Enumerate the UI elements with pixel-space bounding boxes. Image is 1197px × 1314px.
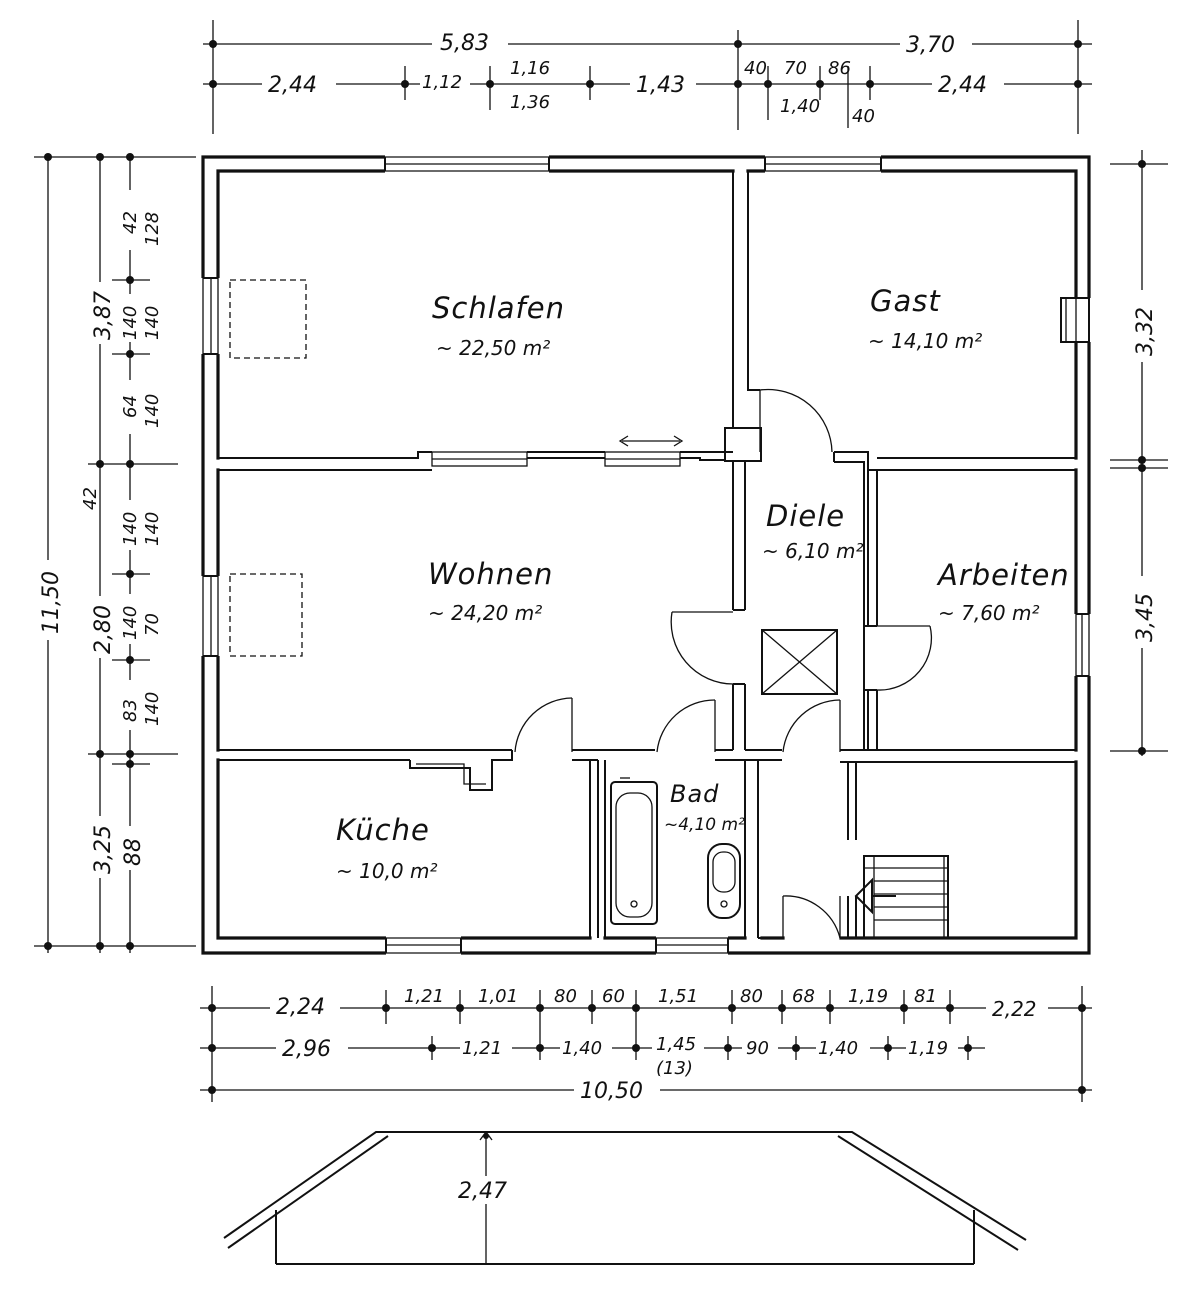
roof-section: 2,47 bbox=[223, 1130, 1027, 1265]
dim-bot-90: 90 bbox=[746, 1038, 769, 1059]
left-dimensions: 11,50 3,87 2,80 3,25 42 128 140 140 64 1… bbox=[34, 153, 196, 953]
room-name-diele: Diele bbox=[766, 499, 845, 533]
interior-walls bbox=[218, 171, 1076, 939]
dim-top-40b: 40 bbox=[852, 106, 875, 127]
dim-left-70: 70 bbox=[142, 613, 163, 636]
room-name-kueche: Küche bbox=[336, 813, 430, 847]
room-name-arbeiten: Arbeiten bbox=[936, 558, 1070, 592]
dim-left-2-80: 2,80 bbox=[91, 605, 116, 654]
dim-left-140b: 140 bbox=[142, 306, 163, 340]
windows bbox=[200, 154, 1093, 955]
room-name-schlafen: Schlafen bbox=[432, 291, 565, 325]
dim-right-3-32: 3,32 bbox=[1133, 307, 1158, 356]
room-area-gast: ~ 14,10 m² bbox=[868, 329, 982, 353]
dim-top-1-16: 1,16 bbox=[510, 58, 550, 79]
room-area-wohnen: ~ 24,20 m² bbox=[428, 601, 542, 625]
dim-right-3-45: 3,45 bbox=[1133, 593, 1158, 642]
dim-left-140g: 140 bbox=[142, 692, 163, 726]
room-name-gast: Gast bbox=[870, 284, 941, 318]
dim-top-2-44-left: 2,44 bbox=[268, 73, 317, 98]
dim-bot-2-96: 2,96 bbox=[282, 1037, 331, 1062]
dim-bot-1-40a: 1,40 bbox=[562, 1038, 602, 1059]
room-labels: Schlafen ~ 22,50 m² Gast ~ 14,10 m² Wohn… bbox=[336, 284, 1070, 883]
dim-left-83: 83 bbox=[120, 699, 141, 722]
dim-bot-1-40b: 1,40 bbox=[818, 1038, 858, 1059]
dim-bot-80b: 80 bbox=[740, 986, 763, 1007]
dim-top-1-40: 1,40 bbox=[780, 96, 820, 117]
dim-bot-1-45: 1,45 bbox=[656, 1034, 696, 1055]
dim-left-140c: 140 bbox=[142, 394, 163, 428]
dim-top-1-12: 1,12 bbox=[422, 72, 462, 93]
dim-bot-68: 68 bbox=[792, 986, 815, 1007]
dim-bot-81: 81 bbox=[914, 986, 937, 1007]
dim-bot-1-19b: 1,19 bbox=[908, 1038, 948, 1059]
dashed-mark-wohnen bbox=[229, 573, 303, 657]
bottom-dimensions: 2,24 1,21 1,01 80 60 1,51 80 68 1,19 81 … bbox=[200, 986, 1092, 1104]
dim-top-5-83: 5,83 bbox=[440, 31, 489, 56]
staircase bbox=[854, 855, 949, 939]
room-area-arbeiten: ~ 7,60 m² bbox=[938, 601, 1040, 625]
doors bbox=[514, 388, 933, 939]
dim-bot-1-01: 1,01 bbox=[478, 986, 518, 1007]
room-area-bad: ~4,10 m² bbox=[664, 815, 745, 835]
dim-left-3-87: 3,87 bbox=[91, 291, 116, 340]
dim-bot-10-50: 10,50 bbox=[580, 1079, 643, 1104]
dim-roof-2-47: 2,47 bbox=[458, 1179, 507, 1204]
dim-bot-13: (13) bbox=[656, 1058, 693, 1079]
dim-left-88: 88 bbox=[121, 838, 146, 866]
bathtub bbox=[610, 777, 658, 925]
dim-left-140f: 140 bbox=[120, 606, 141, 640]
dim-left-128: 128 bbox=[142, 212, 163, 246]
dim-bot-1-19a: 1,19 bbox=[848, 986, 888, 1007]
fixtures bbox=[229, 279, 949, 939]
dim-bot-1-21b: 1,21 bbox=[462, 1038, 502, 1059]
dim-top-1-36: 1,36 bbox=[510, 92, 550, 113]
dim-left-42b: 42 bbox=[80, 487, 101, 510]
dim-left-140a: 140 bbox=[120, 306, 141, 340]
right-dimensions: 3,32 3,45 bbox=[1110, 150, 1168, 756]
dim-top-86: 86 bbox=[828, 58, 851, 79]
dim-left-140e: 140 bbox=[142, 512, 163, 546]
dim-bot-60: 60 bbox=[602, 986, 625, 1007]
room-area-schlafen: ~ 22,50 m² bbox=[436, 336, 550, 360]
room-name-wohnen: Wohnen bbox=[428, 557, 553, 591]
top-dimensions: 5,83 3,70 2,44 1,12 1,16 1,36 1,43 40 70… bbox=[203, 20, 1092, 134]
dim-left-42: 42 bbox=[120, 211, 141, 234]
dim-top-70: 70 bbox=[784, 58, 807, 79]
dim-bot-80a: 80 bbox=[554, 986, 577, 1007]
dim-bot-2-24: 2,24 bbox=[276, 995, 325, 1020]
dim-left-140d: 140 bbox=[120, 512, 141, 546]
room-name-bad: Bad bbox=[670, 780, 719, 808]
shaft-symbol bbox=[761, 629, 838, 695]
dim-top-3-70: 3,70 bbox=[906, 33, 955, 58]
dashed-mark-schlafen bbox=[229, 279, 307, 359]
dim-left-3-25: 3,25 bbox=[91, 825, 116, 874]
dim-top-1-43: 1,43 bbox=[636, 73, 685, 98]
room-area-kueche: ~ 10,0 m² bbox=[336, 859, 438, 883]
dim-bot-1-51: 1,51 bbox=[658, 986, 698, 1007]
dim-top-40: 40 bbox=[744, 58, 767, 79]
dim-bot-2-22: 2,22 bbox=[992, 997, 1037, 1021]
dim-left-64: 64 bbox=[120, 395, 141, 418]
dim-top-2-44-right: 2,44 bbox=[938, 73, 987, 98]
dim-bot-1-21a: 1,21 bbox=[404, 986, 444, 1007]
toilet bbox=[707, 843, 741, 919]
dim-left-11-50: 11,50 bbox=[39, 571, 64, 634]
room-area-diele: ~ 6,10 m² bbox=[762, 539, 864, 563]
